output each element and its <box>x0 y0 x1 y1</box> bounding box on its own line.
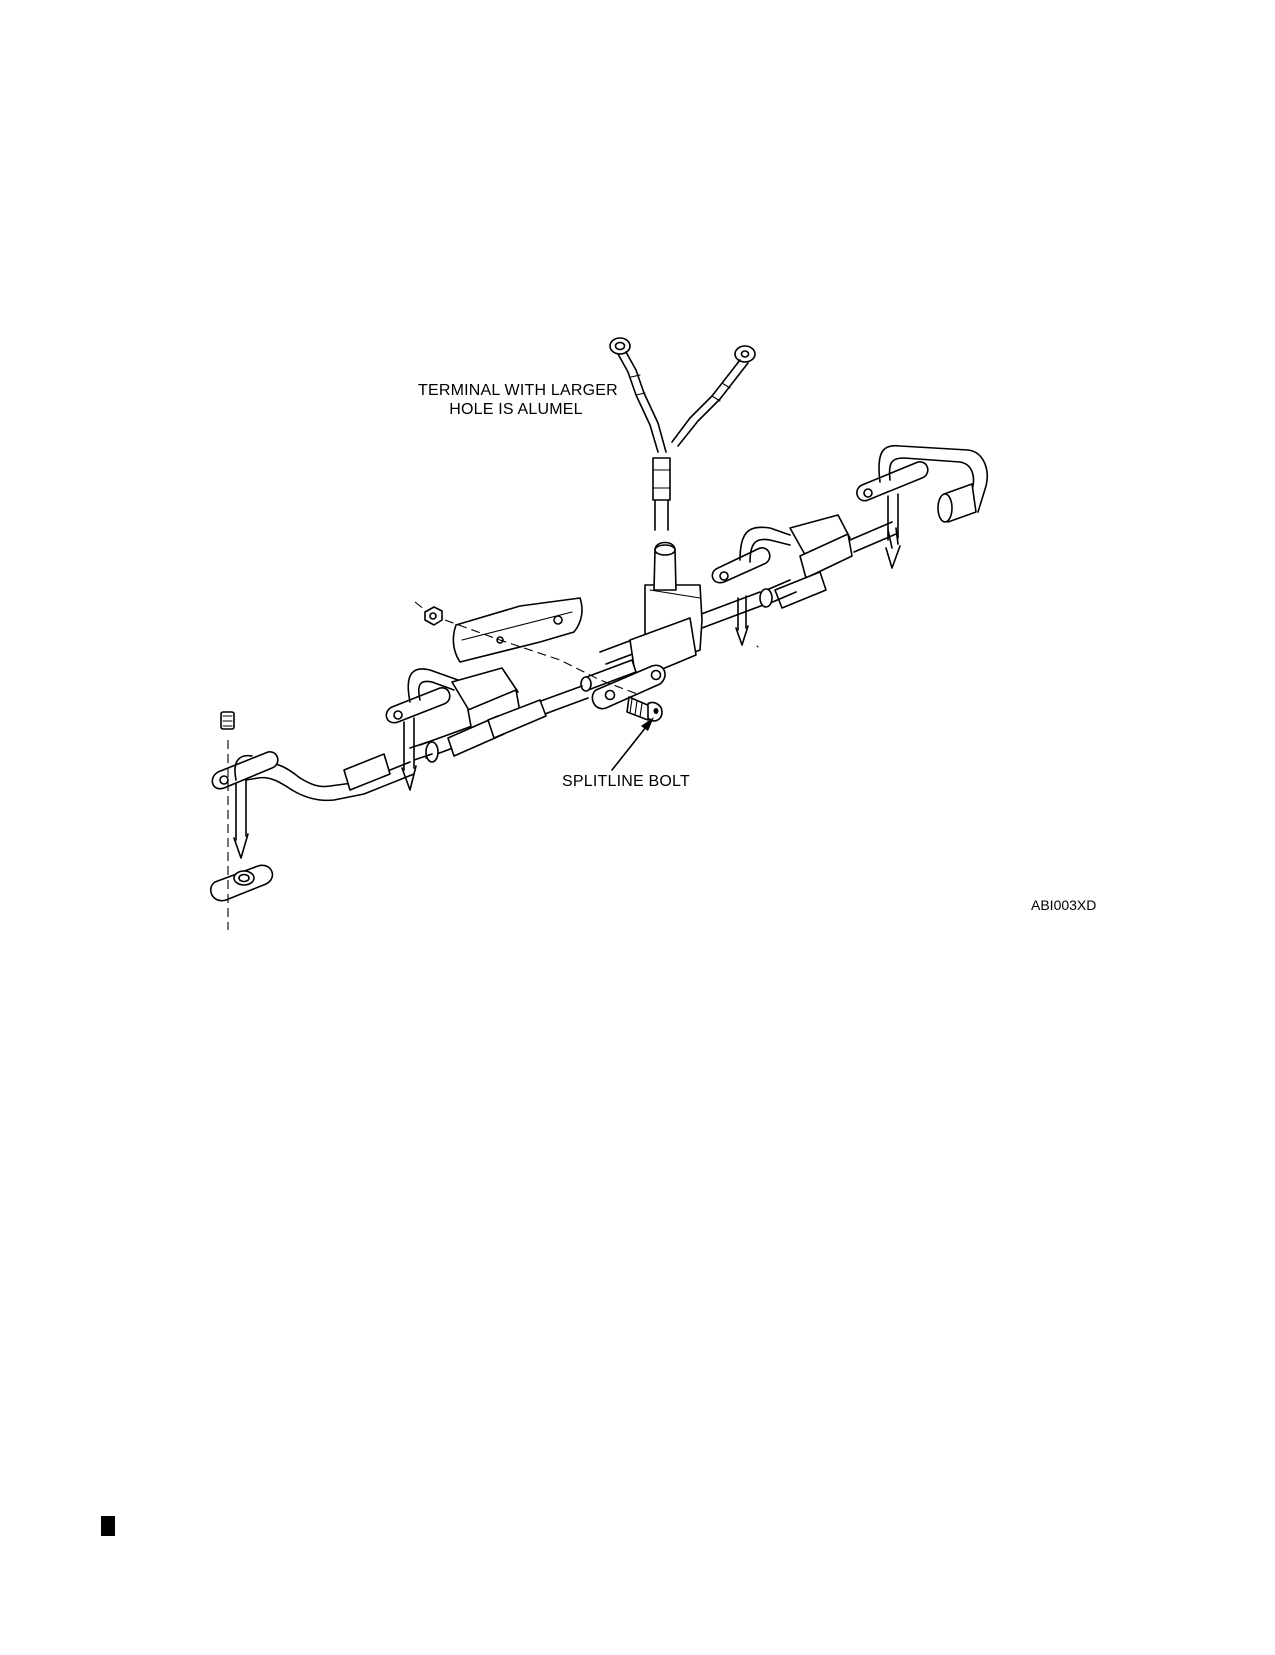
terminal-callout-line1: TERMINAL WITH LARGER <box>418 382 618 399</box>
nut-icon <box>424 606 443 626</box>
ring-terminal-icon <box>609 337 756 363</box>
left-harness <box>210 667 589 930</box>
page-marker <box>101 1516 115 1536</box>
harness-tube <box>580 541 767 710</box>
splitline-bolt-icon <box>626 696 663 722</box>
probe-icon <box>711 444 988 646</box>
lead-wires <box>617 351 749 531</box>
figure-id: ABI003XD <box>1031 897 1097 913</box>
mounting-bracket <box>452 597 583 663</box>
splitline-bolt-callout: SPLITLINE BOLT <box>562 773 690 790</box>
centerlines <box>414 601 641 696</box>
bolt-icon <box>220 711 235 730</box>
terminal-callout-line2: HOLE IS ALUMEL <box>449 401 583 418</box>
leader-arrow <box>611 717 654 771</box>
terminal-callout: TERMINAL WITH LARGER HOLE IS ALUMEL <box>418 381 618 419</box>
